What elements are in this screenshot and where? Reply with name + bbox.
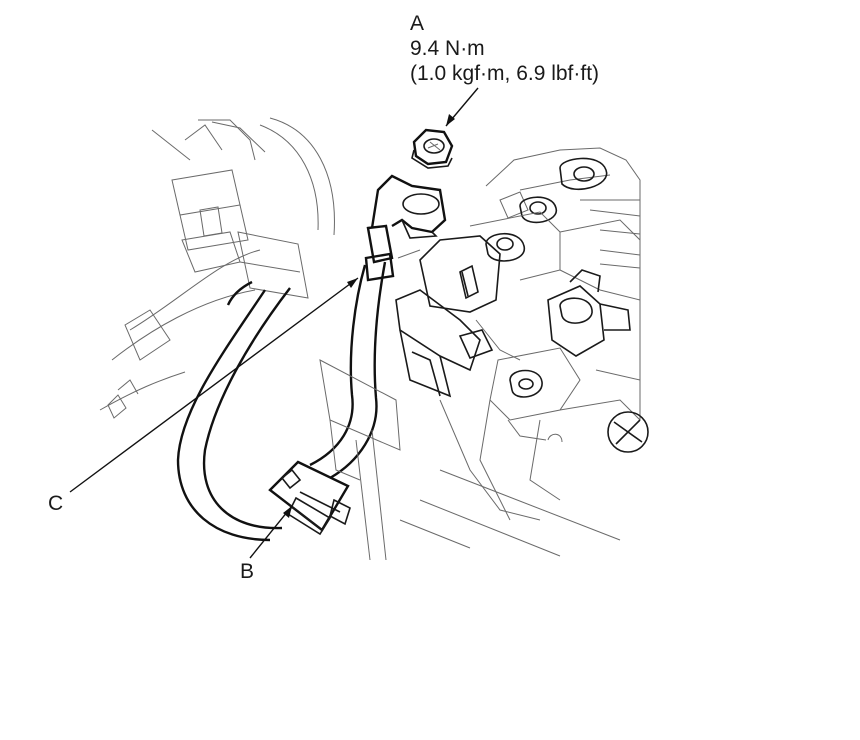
coolant-hose bbox=[99, 117, 335, 419]
callout-b-letter: B bbox=[240, 560, 254, 583]
flange-nut-a bbox=[411, 128, 454, 169]
leader-a bbox=[445, 87, 479, 127]
callout-a-letter: A bbox=[410, 12, 424, 35]
fuse-box bbox=[399, 147, 649, 557]
leader-c bbox=[69, 277, 359, 493]
callout-a-torque-nm: 9.4 N·m bbox=[410, 37, 485, 60]
battery-terminal-block bbox=[319, 235, 501, 561]
callout-c-letter: C bbox=[48, 492, 63, 515]
ground-cable bbox=[176, 261, 387, 542]
leader-b bbox=[249, 505, 293, 559]
cable-terminal bbox=[364, 174, 447, 282]
callout-a-torque-alt: (1.0 kgf·m, 6.9 lbf·ft) bbox=[410, 62, 599, 85]
